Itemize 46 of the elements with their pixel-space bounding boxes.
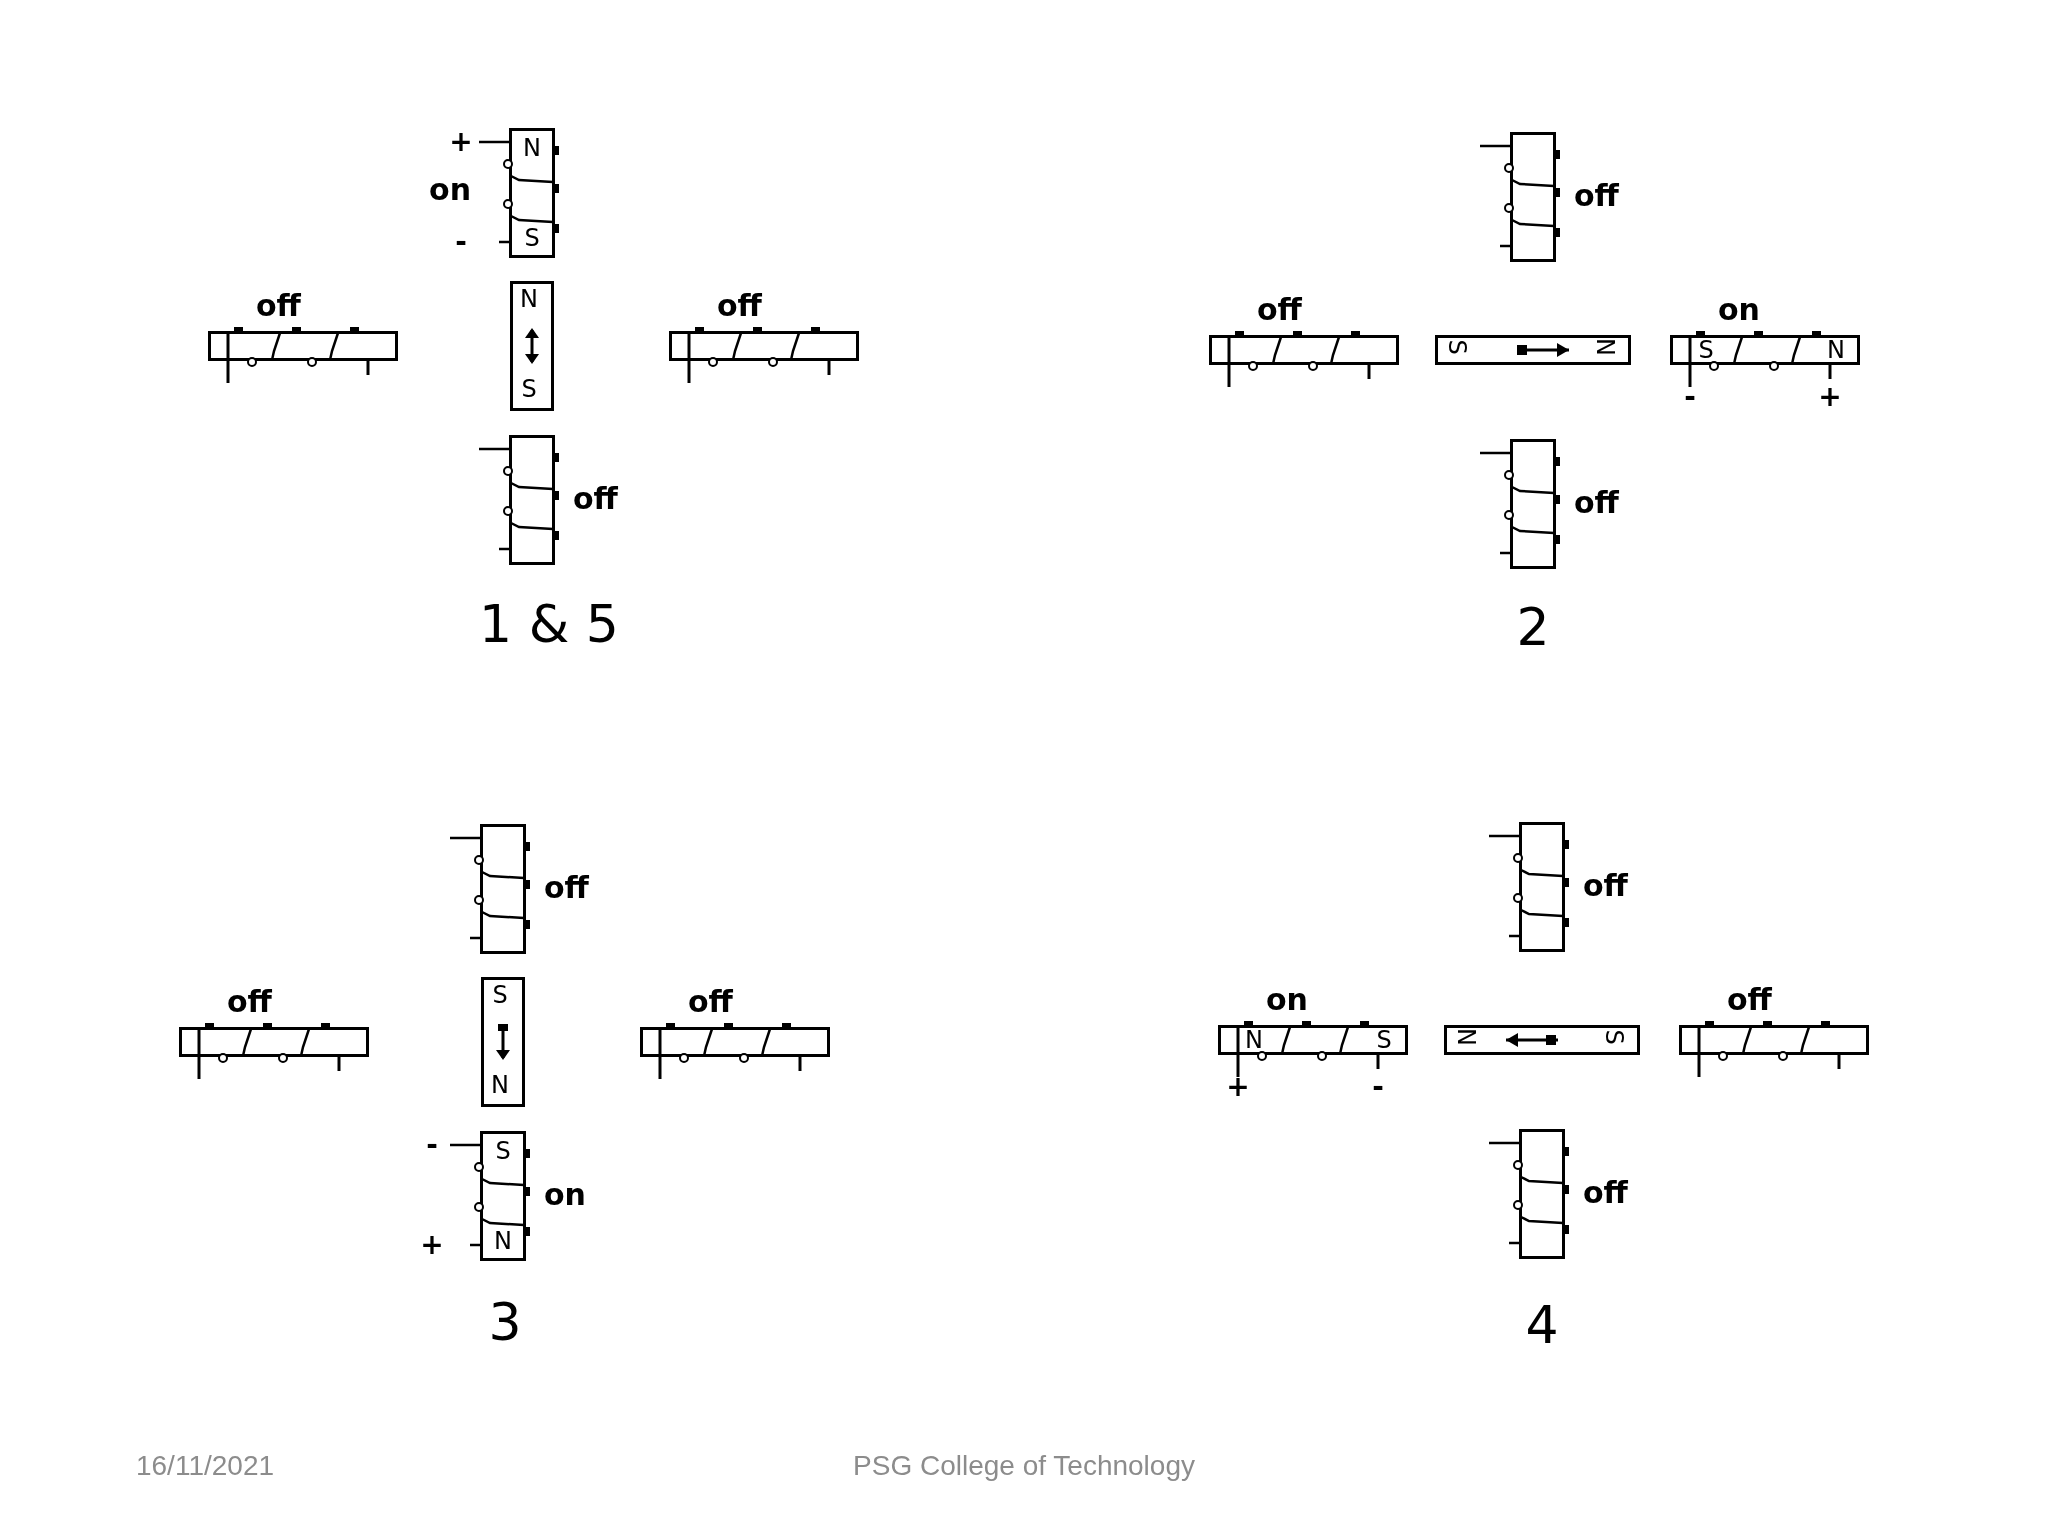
state-label: off: [1257, 295, 1302, 325]
state-label: off: [256, 291, 301, 321]
pole-letter: N: [520, 287, 538, 311]
state-label: on: [1266, 985, 1308, 1015]
terminal-sign: +: [1226, 1073, 1250, 1101]
step-caption: 3: [488, 1296, 522, 1348]
pole-letter: S: [1698, 338, 1714, 362]
state-label: off: [1574, 488, 1619, 518]
state-label: off: [688, 987, 733, 1017]
state-label: off: [227, 987, 272, 1017]
state-label: off: [573, 484, 618, 514]
state-label: off: [1574, 181, 1619, 211]
state-label: off: [1727, 985, 1772, 1015]
terminal-sign: -: [426, 1131, 438, 1159]
pole-letter: N: [494, 1229, 512, 1253]
step-caption: 1 & 5: [479, 598, 619, 650]
state-label: on: [429, 175, 471, 205]
terminal-sign: -: [1372, 1073, 1384, 1101]
state-label: off: [1583, 1178, 1628, 1208]
date-text: 16/11/2021: [135, 1452, 275, 1480]
state-label: on: [1718, 295, 1760, 325]
terminal-sign: +: [420, 1231, 444, 1259]
footer-text: PSG College of Technology: [853, 1452, 1195, 1480]
pole-letter: N: [1245, 1028, 1263, 1052]
state-label: off: [544, 873, 589, 903]
pole-letter: N: [1827, 338, 1845, 362]
pole-letter: S: [1602, 1029, 1626, 1045]
pole-letter: N: [523, 136, 541, 160]
pole-letter: N: [1593, 338, 1617, 356]
pole-letter: S: [521, 377, 537, 401]
terminal-sign: +: [449, 128, 473, 156]
pole-letter: S: [495, 1139, 511, 1163]
pole-letter: N: [1454, 1028, 1478, 1046]
state-label: off: [717, 291, 762, 321]
pole-letter: S: [1445, 339, 1469, 355]
step-caption: 4: [1525, 1299, 1559, 1351]
terminal-sign: +: [1818, 383, 1842, 411]
step-caption: 2: [1516, 601, 1550, 653]
terminal-sign: -: [1684, 383, 1696, 411]
state-label: off: [1583, 871, 1628, 901]
terminal-sign: -: [455, 228, 467, 256]
pole-letter: S: [524, 226, 540, 250]
pole-letter: S: [1376, 1028, 1392, 1052]
state-label: on: [544, 1180, 586, 1210]
pole-letter: N: [491, 1073, 509, 1097]
pole-letter: S: [492, 983, 508, 1007]
